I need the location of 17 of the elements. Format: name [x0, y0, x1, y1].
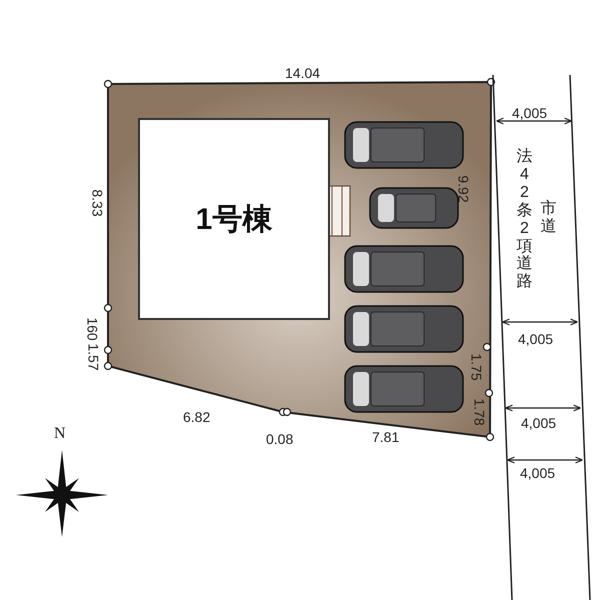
dimension-label: 4,005 [520, 466, 556, 480]
dimension-label: 4,005 [521, 416, 556, 430]
dimension-label: 14.04 [285, 66, 320, 80]
north-label: N [54, 426, 66, 442]
dimension-label: 0.08 [266, 432, 294, 446]
dimension-label: 160 [86, 317, 100, 341]
dimension-label: 8.33 [90, 189, 105, 217]
dimension-label: 1.78 [472, 398, 487, 426]
building-label: 1号棟 [196, 202, 272, 238]
dimension-label: 4,005 [518, 332, 554, 346]
dimension-label: 1.57 [86, 343, 101, 371]
dimension-label: 9.92 [456, 175, 471, 203]
dimension-label: 7.81 [372, 430, 400, 444]
dimension-label: 6.82 [183, 410, 210, 424]
building-footprint [138, 118, 330, 320]
dimension-label: 4,005 [512, 106, 548, 120]
dimension-label: 1.75 [470, 353, 484, 381]
